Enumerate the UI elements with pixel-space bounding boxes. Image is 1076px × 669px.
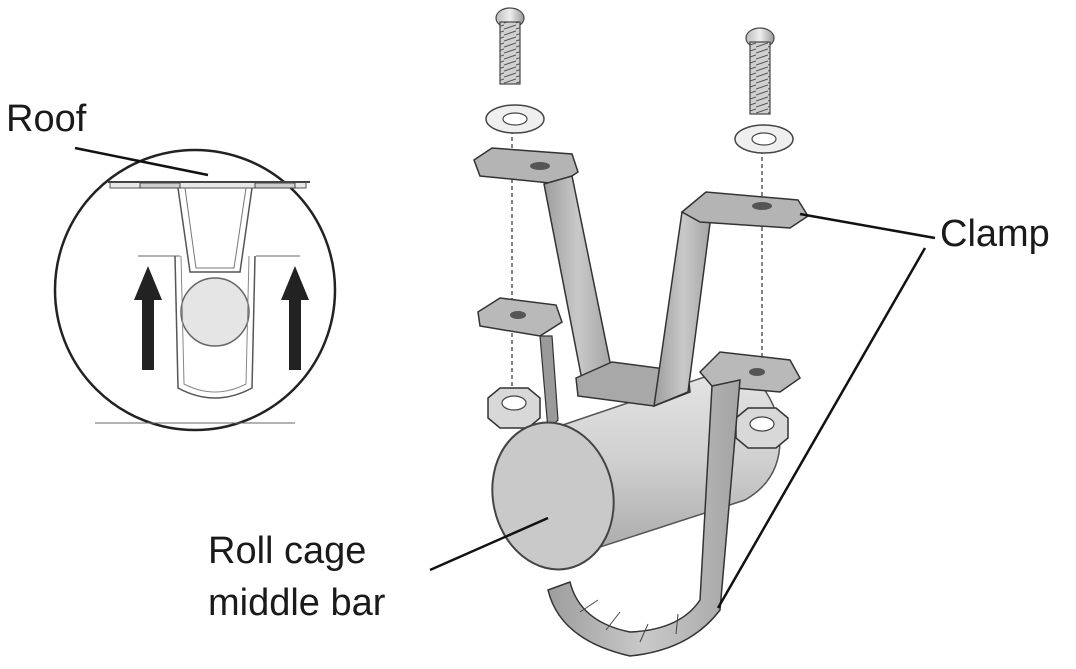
inset-outer-u-inner [180,255,250,393]
roof-label: Roof [6,98,87,140]
up-arrow-icon [134,266,162,370]
band-segment [605,611,621,631]
inset-inner-u [177,187,253,273]
clamp-leader-line-top [799,212,936,240]
roll-cage-label-line-1: Roll cage [208,530,367,572]
detail-inset [53,148,337,432]
washer-icon [485,104,545,134]
band-segment [579,599,599,613]
washer-icon [734,124,794,154]
front-clamp-right-tab [680,191,810,229]
rear-clamp-hole [510,311,526,319]
roll-cage-leader-line [429,516,549,572]
roll-cage-bar-end [491,421,615,571]
front-clamp-left-tab [473,147,579,185]
front-clamp-right-hole [752,202,772,210]
bolt-icon [745,27,775,115]
clamp-leader-line-bottom [716,247,927,609]
roll-cage-label-line-2: middle bar [208,582,386,624]
front-clamp-left-arm [543,175,613,381]
hex-nut-icon [487,387,541,429]
bolt-icon [495,7,525,85]
inset-roof-tab-right [254,182,296,189]
band-segment [639,623,649,643]
inset-inner-u-2 [184,187,247,269]
inset-outer-u [174,255,256,399]
inset-tube [180,277,250,347]
main-assembly [473,7,810,657]
band-segment [675,613,679,635]
lower-clamp-band [547,379,741,657]
clamp-label: Clamp [940,213,1050,255]
roof-leader-line [74,146,209,177]
hex-nut-icon [735,407,789,449]
front-clamp-left-hole [530,162,550,170]
inset-roof-tab-left [139,182,181,189]
rear-clamp-strap [539,335,559,432]
up-arrow-icon [281,266,309,370]
rear-clamp-right-hole [749,368,765,376]
